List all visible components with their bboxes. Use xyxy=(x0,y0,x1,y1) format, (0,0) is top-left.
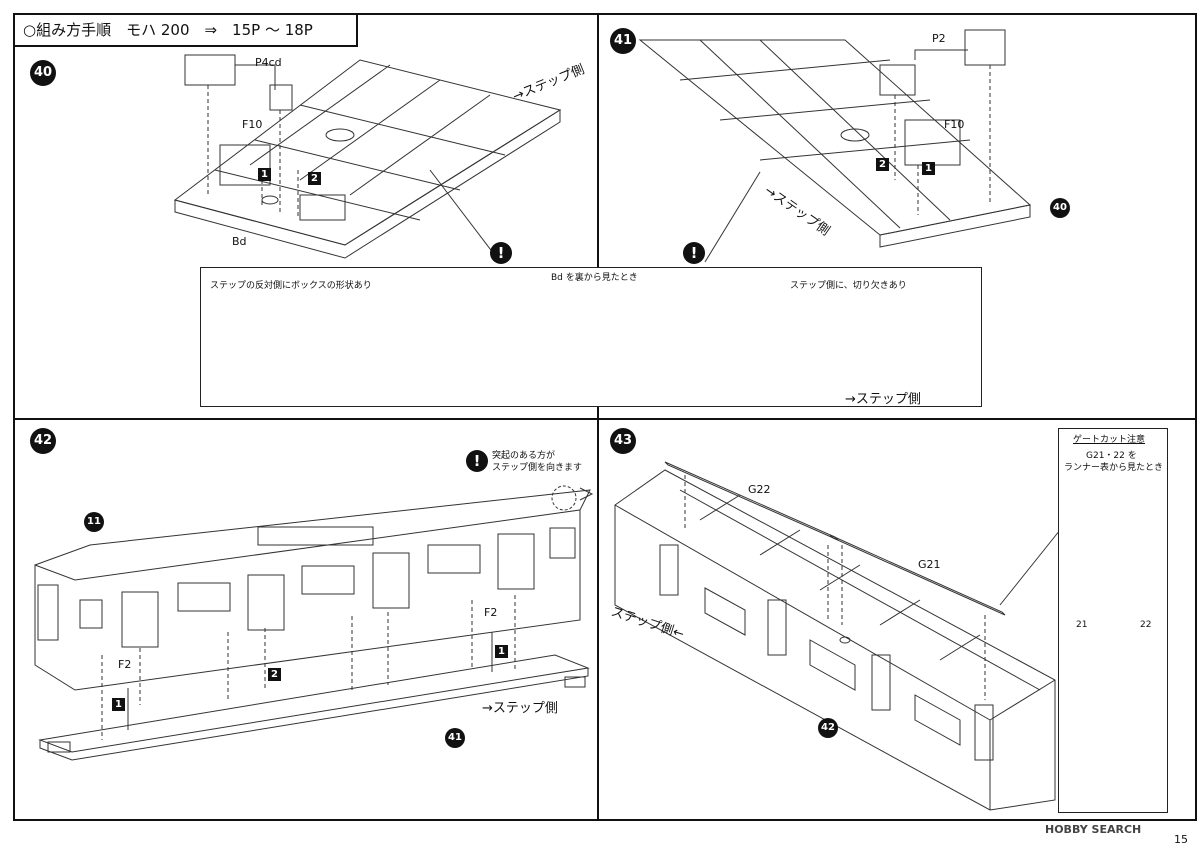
underside-detail-panel xyxy=(200,267,982,407)
step-40-badge: 40 xyxy=(30,60,56,86)
ref-step-11-badge: 11 xyxy=(84,512,104,532)
panel-divider-horizontal xyxy=(13,418,1197,420)
chassis-drawing-41 xyxy=(638,29,1032,248)
page-frame xyxy=(13,13,1197,821)
part-label-g21: G21 xyxy=(918,558,941,571)
detail-note-right: ステップ側に、切り欠きあり xyxy=(790,281,907,291)
order-marker-1: 1 xyxy=(922,162,935,175)
runner-tag-22: 22 xyxy=(1140,620,1152,630)
runner-tag-21: 21 xyxy=(1076,620,1088,630)
step-42-badge: 42 xyxy=(30,428,56,454)
chassis-drawing-40 xyxy=(173,54,562,259)
page-number: 15 xyxy=(1174,833,1188,846)
car-body-drawing-42 xyxy=(34,485,594,761)
step-side-label: →ステップ側 xyxy=(482,701,558,716)
detail-note-left: ステップの反対側にボックスの形状あり xyxy=(210,281,372,291)
panel-divider-vertical xyxy=(597,13,599,821)
ref-step-42-badge: 42 xyxy=(818,718,838,738)
part-label-bd: Bd xyxy=(232,235,247,248)
part-label-p4cd: P4cd xyxy=(255,56,282,69)
order-marker-1: 1 xyxy=(495,645,508,658)
gate-cut-line2: ランナー表から見たとき xyxy=(1064,463,1164,473)
order-marker-2: 2 xyxy=(308,172,321,185)
part-label-f10: F10 xyxy=(944,118,965,131)
ref-step-41-badge: 41 xyxy=(445,728,465,748)
protrusion-note-line1: 突起のある方が xyxy=(492,451,556,461)
step-side-label: →ステップ側 xyxy=(845,392,921,407)
watermark: HOBBY SEARCH xyxy=(1045,823,1142,836)
car-body-drawing-43 xyxy=(614,461,1061,811)
step-43-badge: 43 xyxy=(610,428,636,454)
part-label-f2: F2 xyxy=(118,658,132,671)
order-marker-2: 2 xyxy=(268,668,281,681)
protrusion-note-line2: ステップ側を向きます xyxy=(492,463,583,473)
ref-step-40-badge: 40 xyxy=(1050,198,1070,218)
part-label-f10: F10 xyxy=(242,118,263,131)
order-marker-1: 1 xyxy=(258,168,271,181)
gate-cut-panel xyxy=(1058,428,1168,813)
warning-icon: ! xyxy=(466,450,488,472)
warning-icon: ! xyxy=(683,242,705,264)
part-label-g22: G22 xyxy=(748,483,771,496)
order-marker-1: 1 xyxy=(112,698,125,711)
part-label-p2: P2 xyxy=(932,32,946,45)
part-label-f2: F2 xyxy=(484,606,498,619)
gate-cut-line1: G21・22 を xyxy=(1086,451,1137,461)
warning-icon: ! xyxy=(490,242,512,264)
step-41-badge: 41 xyxy=(610,28,636,54)
gate-cut-title: ゲートカット注意 xyxy=(1073,435,1146,445)
order-marker-2: 2 xyxy=(876,158,889,171)
detail-title: Bd を裏から見たとき xyxy=(551,273,638,283)
page-title: ○組み方手順 モハ 200 ⇒ 15P ～ 18P xyxy=(13,13,358,47)
